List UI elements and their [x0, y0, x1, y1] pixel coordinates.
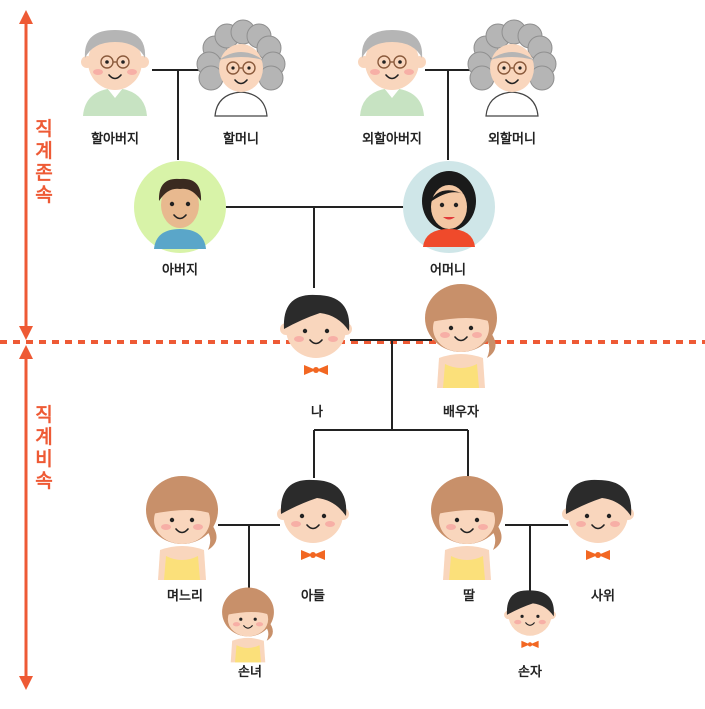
granddaughter-figure — [222, 587, 274, 663]
daughter-in-law-figure — [146, 476, 218, 580]
label-spouse: 배우자 — [443, 405, 479, 420]
label-mother: 어머니 — [430, 263, 466, 278]
tree-connectors — [152, 69, 568, 592]
label-father: 아버지 — [162, 263, 198, 278]
mother-figure — [403, 161, 495, 253]
grandmother-figure — [196, 19, 286, 117]
label-granddaughter: 손녀 — [238, 665, 262, 680]
ascendants-arrow — [19, 10, 33, 340]
father-figure — [134, 161, 226, 253]
descendants-arrow — [19, 345, 33, 690]
label-maternal-grandfather: 외할아버지 — [362, 132, 422, 147]
son-figure — [277, 479, 349, 560]
son-in-law-figure — [562, 479, 634, 560]
daughter-figure — [431, 476, 503, 580]
label-me: 나 — [311, 405, 323, 420]
label-daughter: 딸 — [463, 589, 475, 604]
grandson-figure — [504, 590, 556, 648]
label-daughter-in-law: 며느리 — [167, 589, 203, 604]
label-grandson: 손자 — [518, 665, 542, 680]
descendants-label: 직 계 비 속 — [35, 404, 53, 492]
label-son: 아들 — [301, 589, 325, 604]
label-grandmother: 할머니 — [223, 132, 259, 147]
maternal-grandmother-figure — [467, 19, 557, 117]
maternal-grandfather-figure — [358, 30, 426, 116]
me-figure — [280, 294, 352, 375]
label-maternal-grandmother: 외할머니 — [488, 132, 536, 147]
label-grandfather: 할아버지 — [91, 132, 139, 147]
grandfather-figure — [81, 30, 149, 116]
label-son-in-law: 사위 — [591, 589, 615, 604]
spouse-figure — [425, 284, 497, 388]
ascendants-label: 직 계 존 속 — [35, 118, 53, 206]
